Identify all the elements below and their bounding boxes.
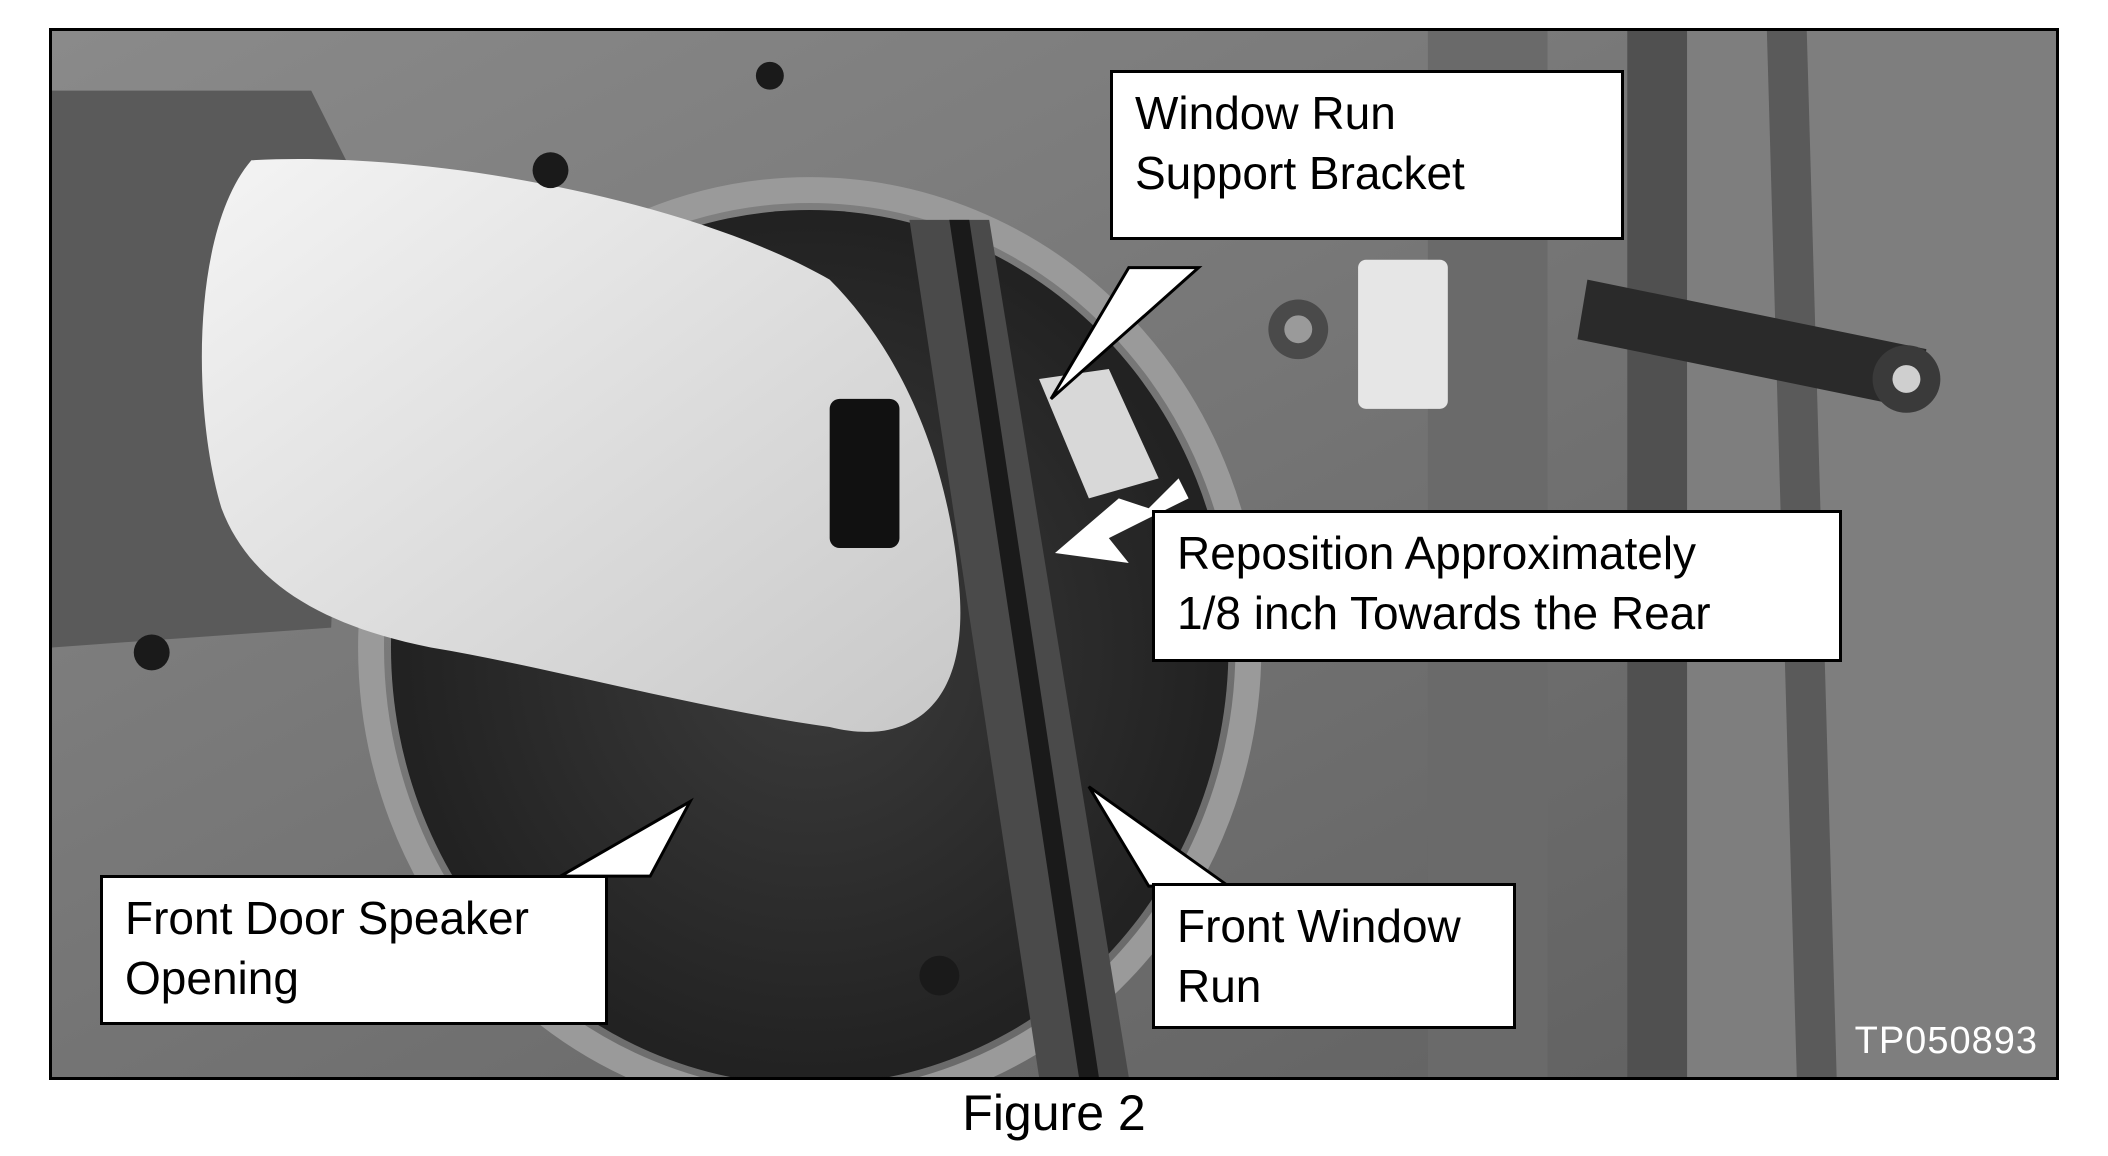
door-check-link <box>1577 279 1927 409</box>
reposition-instruction-callout: Reposition Approximately 1/8 inch Toward… <box>1152 510 1842 662</box>
front-door-speaker-opening-callout: Front Door Speaker Opening <box>100 875 608 1025</box>
callout-line: Reposition Approximately <box>1177 527 1697 579</box>
callout-line: Front Window <box>1177 900 1461 952</box>
figure-caption: Figure 2 <box>962 1085 1146 1141</box>
bracket-callout-pointer <box>1049 266 1203 401</box>
window-run-support-bracket <box>1039 369 1159 499</box>
photo-id-label: TP050893 <box>1854 1020 2038 1062</box>
harness-connector <box>1358 259 1448 409</box>
front-window-run-callout: Front Window Run <box>1152 883 1516 1029</box>
callout-line: Front Door Speaker <box>125 892 529 944</box>
callout-line: Opening <box>125 952 299 1004</box>
callout-line: Window Run <box>1135 87 1396 139</box>
callout-line: Support Bracket <box>1135 147 1465 199</box>
figure-photo: Window Run Support Bracket Reposition Ap… <box>49 28 2059 1080</box>
reposition-arrow <box>1054 478 1189 563</box>
window-run-support-bracket-callout: Window Run Support Bracket <box>1110 70 1624 240</box>
callout-line: 1/8 inch Towards the Rear <box>1177 587 1711 639</box>
callout-line: Run <box>1177 960 1262 1012</box>
hand <box>201 158 961 732</box>
tool-grip <box>829 398 900 549</box>
